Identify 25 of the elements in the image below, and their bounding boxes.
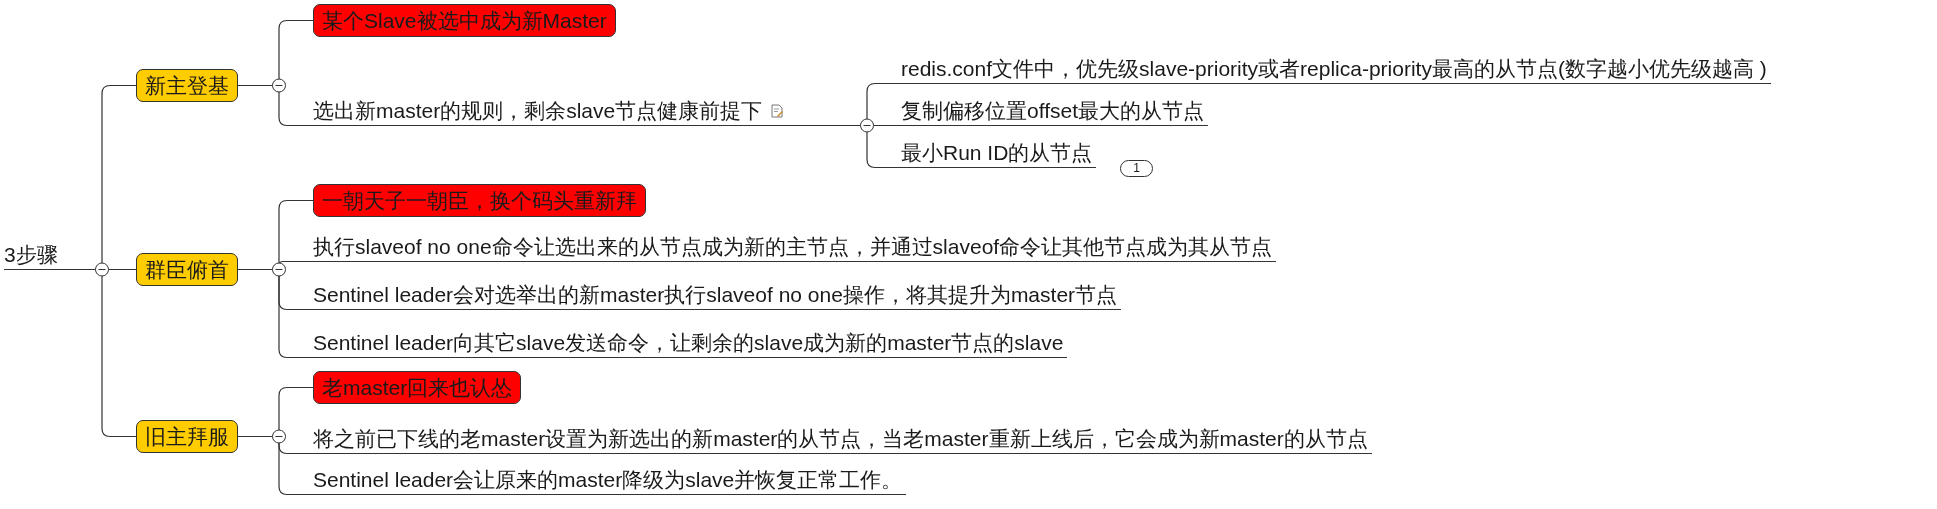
topic-text: 新主登基 bbox=[145, 72, 229, 99]
topic-box bbox=[136, 420, 238, 453]
topic-text: 复制偏移位置offset最大的从节点 bbox=[901, 98, 1204, 124]
topic-text: 将之前已下线的老master设置为新选出的新master的从节点，当老master重新上线后，它会成为新master的从节点 bbox=[313, 426, 1368, 452]
topic-text: redis.conf文件中，优先级slave-priority或者replica-priority最高的从节点(数字越小优先级越高 ) bbox=[901, 56, 1767, 82]
topic-text: 旧主拜服 bbox=[145, 423, 229, 450]
topic-text: 最小Run ID的从节点 bbox=[901, 140, 1093, 166]
topic-box bbox=[313, 371, 522, 404]
topic-text: 群臣俯首 bbox=[145, 256, 229, 283]
branch-line bbox=[787, 124, 902, 169]
topic-text: 某个Slave被选中成为新Master bbox=[322, 7, 607, 34]
topic-text: 一朝天子一朝臣，换个码头重新拜 bbox=[322, 187, 637, 214]
topic-text: 3步骤 bbox=[4, 242, 58, 268]
topic-box bbox=[136, 253, 238, 286]
underlined-topic bbox=[313, 97, 789, 126]
topic-box bbox=[313, 184, 646, 217]
topic-text: 执行slaveof no one命令让选出来的从节点成为新的主节点，并通过slaveof命令让其他节点成为其从节点 bbox=[313, 234, 1273, 260]
topic-box bbox=[136, 69, 238, 102]
topic-text: Sentinel leader向其它slave发送命令，让剩余的slave成为新的master节点的slave bbox=[313, 330, 1064, 356]
topic-text: Sentinel leader会对选举出的新master执行slaveof no one操作，将其提升为master节点 bbox=[313, 282, 1118, 308]
topic-text: 老master回来也认怂 bbox=[322, 374, 513, 401]
topic-box bbox=[313, 4, 616, 37]
count-badge: 1 bbox=[1120, 160, 1154, 177]
topic-text: Sentinel leader会让原来的master降级为slave并恢复正常工作。 bbox=[313, 467, 903, 493]
topic-text: 选出新master的规则，剩余slave节点健康前提下 bbox=[313, 98, 763, 124]
